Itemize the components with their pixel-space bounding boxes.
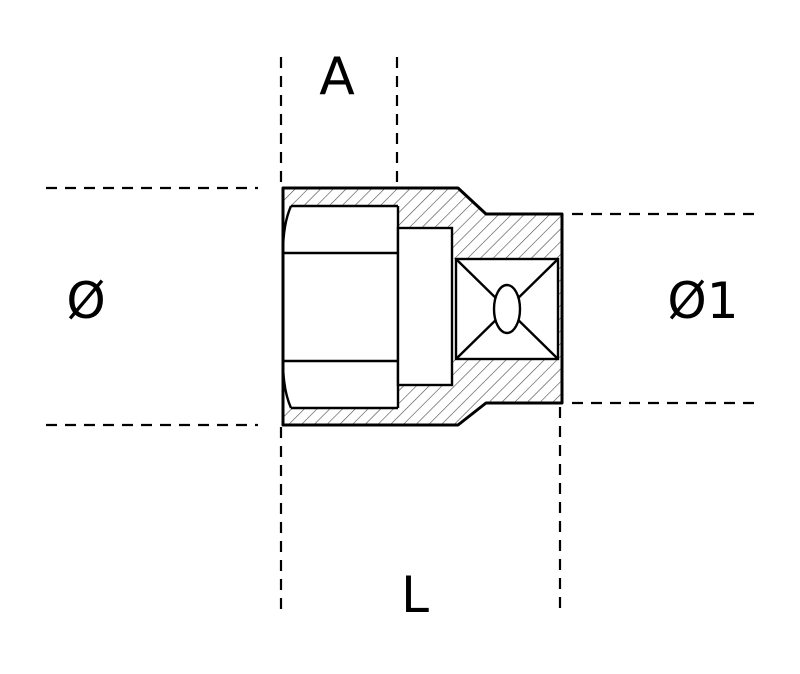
hatched-cross-section (283, 188, 562, 425)
square-drive-hole (492, 283, 522, 335)
square-drive-group (454, 257, 560, 361)
hex-bore-group (281, 204, 400, 410)
label-dimension-diameter: Ø (66, 272, 105, 330)
dimension-lines-group (46, 57, 758, 614)
hex-facet-curve-bottom (281, 360, 293, 409)
label-dimension-l: L (401, 566, 429, 624)
label-dimension-a: A (319, 47, 355, 107)
socket-outline (281, 186, 564, 427)
label-dimension-diameter1: Ø1 (667, 272, 738, 330)
transition-bore (396, 226, 454, 387)
hex-facet-curve-top (281, 205, 293, 254)
